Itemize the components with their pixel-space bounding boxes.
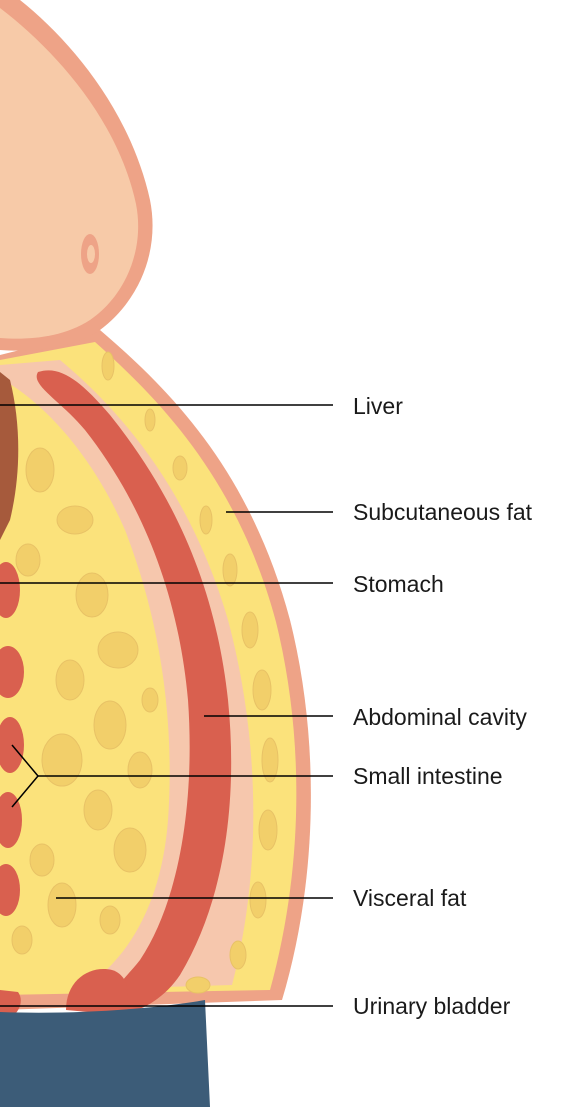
label-visceral-fat: Visceral fat — [353, 887, 466, 910]
label-urinary-bladder: Urinary bladder — [353, 995, 510, 1018]
label-small-intestine: Small intestine — [353, 765, 503, 788]
nipple-center — [87, 245, 95, 263]
label-stomach: Stomach — [353, 573, 444, 596]
label-abdominal-cavity: Abdominal cavity — [353, 706, 527, 729]
label-liver: Liver — [353, 395, 403, 418]
clothing-waistband — [0, 1000, 210, 1107]
label-subcutaneous-fat: Subcutaneous fat — [353, 501, 532, 524]
